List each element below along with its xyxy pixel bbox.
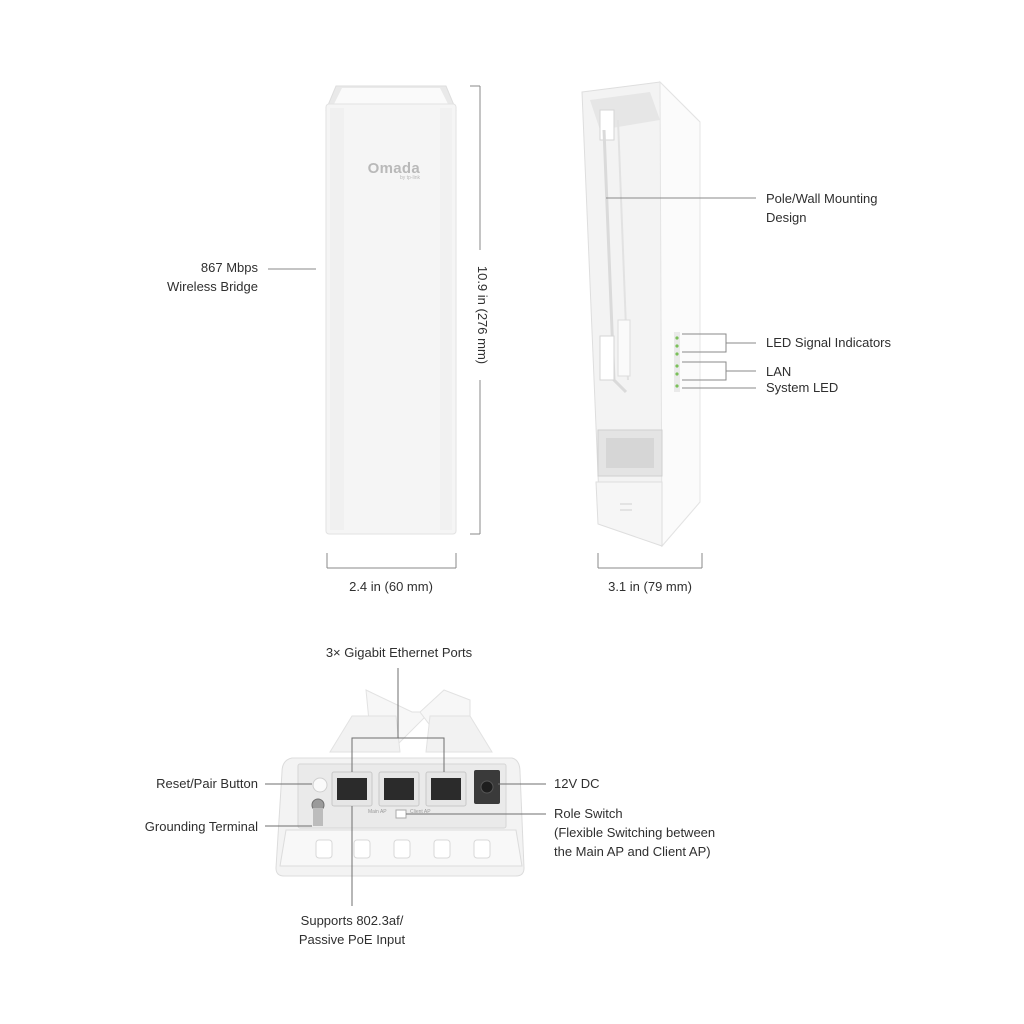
poe-line2: Passive PoE Input <box>298 932 406 947</box>
side-device <box>581 80 701 548</box>
height-dimension-line <box>470 85 481 535</box>
system-led-label: System LED <box>766 380 839 395</box>
switch-left-text: Main AP <box>368 809 387 815</box>
lan-label: LAN <box>766 364 792 379</box>
role-switch-line3: the Main AP and Client AP) <box>554 844 711 859</box>
switch-right-text: Client AP <box>410 809 431 815</box>
product-label-line2: Wireless Bridge <box>166 279 258 294</box>
role-switch-line1: Role Switch <box>554 806 623 821</box>
poe-label: Supports 802.3af/ Passive PoE Input <box>272 911 432 949</box>
bottom-device <box>275 689 525 877</box>
poe-line1: Supports 802.3af/ <box>300 913 404 928</box>
product-label-line1: 867 Mbps <box>200 260 258 275</box>
role-switch-line2: (Flexible Switching between <box>554 825 716 840</box>
ports-label: 3× Gigabit Ethernet Ports <box>325 645 473 660</box>
width-dimension-line <box>326 553 457 569</box>
front-device <box>325 85 457 535</box>
led-signal-label: LED Signal Indicators <box>766 335 892 350</box>
height-dimension-label: 10.9 in (276 mm) <box>475 265 490 365</box>
reset-label: Reset/Pair Button <box>156 776 258 791</box>
width-dimension-label: 2.4 in (60 mm) <box>349 579 433 594</box>
mount-label: Pole/Wall Mounting Design <box>766 189 878 227</box>
product-label: 867 Mbps Wireless Bridge <box>167 258 258 296</box>
role-switch-label: Role Switch (Flexible Switching between … <box>554 804 715 861</box>
mount-label-line1: Pole/Wall Mounting <box>766 191 878 206</box>
depth-dimension-label: 3.1 in (79 mm) <box>608 579 692 594</box>
brand-logo: Omada by tp-link <box>360 160 420 181</box>
grounding-label: Grounding Terminal <box>144 819 258 834</box>
bottom-leaders <box>265 668 546 906</box>
side-leaders <box>606 197 756 389</box>
mount-label-line2: Design <box>766 210 807 225</box>
dc-label: 12V DC <box>554 776 600 791</box>
logo-main-text: Omada <box>367 160 420 177</box>
depth-dimension-line <box>597 553 703 569</box>
logo-sub-text: by tp-link <box>399 175 420 181</box>
